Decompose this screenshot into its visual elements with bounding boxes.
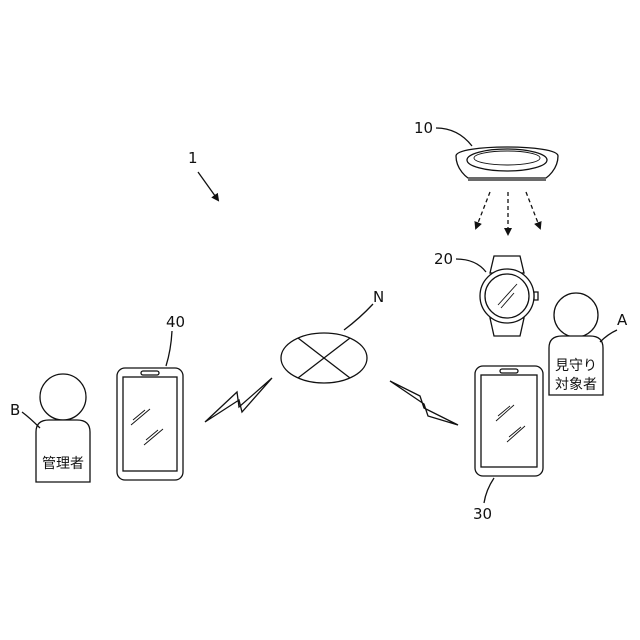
detection-arrows — [476, 192, 540, 234]
admin-person-ref-label: B — [10, 401, 20, 419]
admin-phone-ref-leader — [166, 331, 172, 366]
smartwatch-icon — [480, 256, 538, 336]
target-phone-ref-label: 30 — [473, 505, 492, 523]
target-phone-ref-leader — [484, 478, 494, 503]
admin-person-ref-leader — [22, 412, 40, 428]
wireless-link-right-icon — [390, 381, 458, 425]
system-ref-arrow — [198, 172, 218, 200]
admin-person-label: 管理者 — [42, 456, 84, 472]
sensor-ref-label: 10 — [414, 119, 433, 137]
target-person-ref-leader — [600, 330, 617, 342]
network-ref-leader — [344, 304, 373, 330]
admin-smartphone-icon — [117, 368, 183, 480]
system-ref-label: 1 — [188, 149, 198, 167]
wireless-link-left-icon — [205, 378, 272, 422]
admin-phone-ref-label: 40 — [166, 313, 185, 331]
network-ref-label: N — [373, 288, 384, 306]
target-person-ref-label: A — [617, 311, 628, 329]
target-person-label-line1: 見守り — [555, 358, 597, 374]
target-smartphone-icon — [475, 366, 543, 476]
ceiling-sensor-icon — [456, 147, 558, 180]
target-person-label-line2: 対象者 — [555, 377, 597, 393]
watch-ref-leader — [456, 259, 486, 272]
watch-ref-label: 20 — [434, 250, 453, 268]
network-icon — [281, 333, 367, 383]
sensor-ref-leader — [436, 128, 472, 146]
